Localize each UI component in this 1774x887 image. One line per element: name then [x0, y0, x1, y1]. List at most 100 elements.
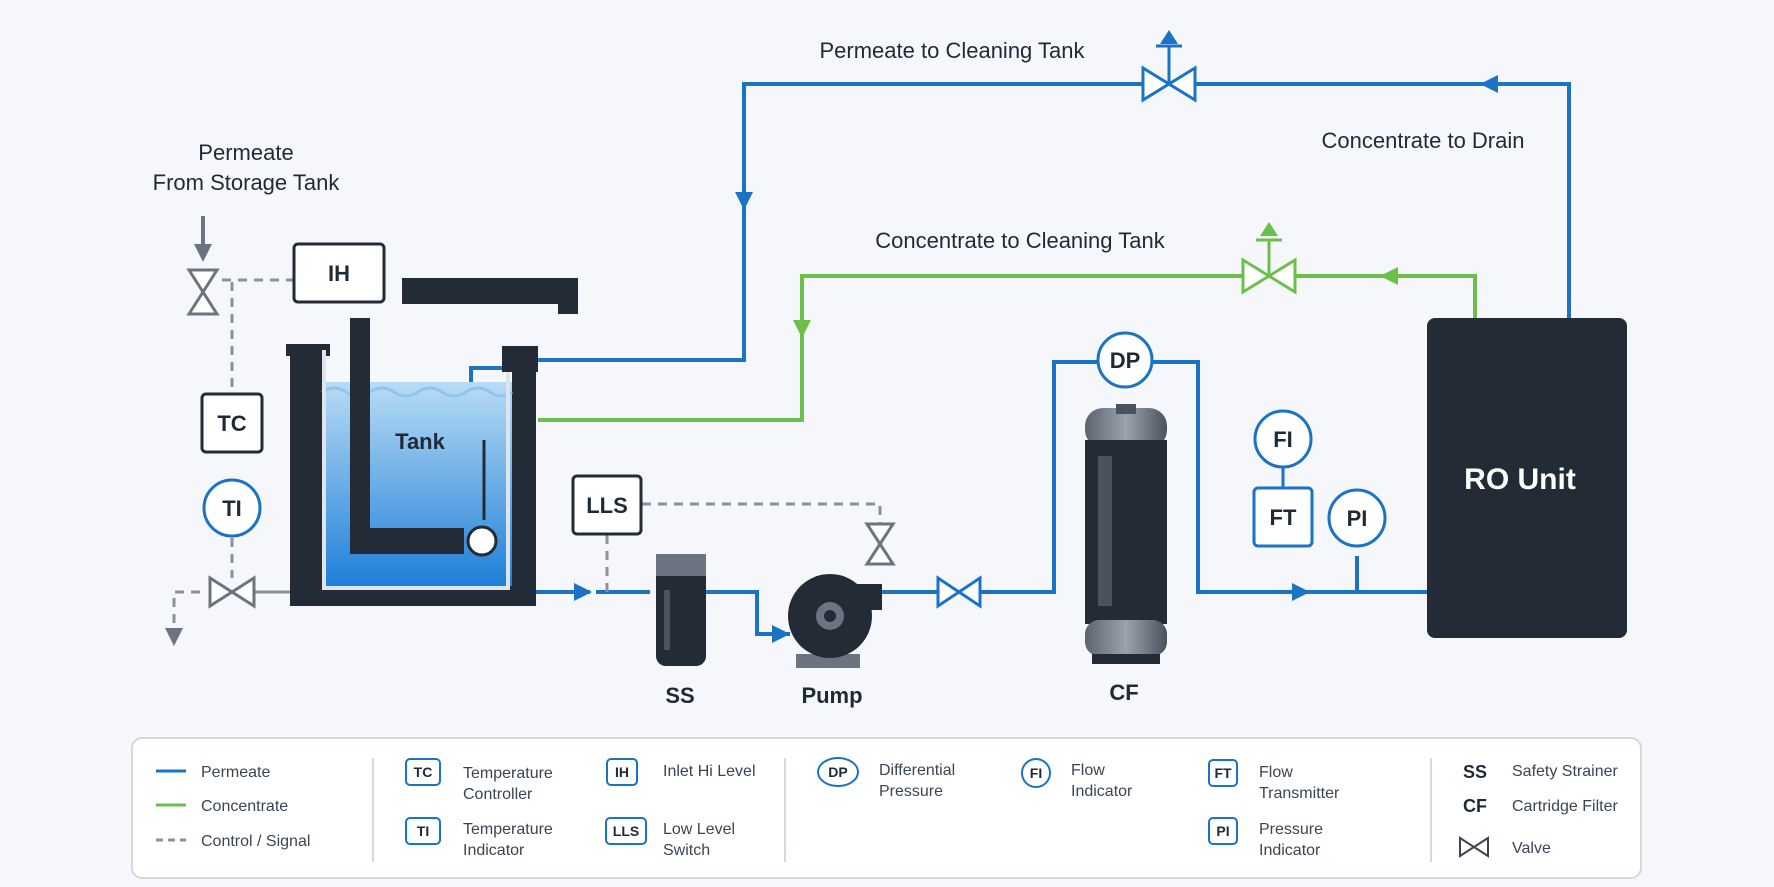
legend-ti-label-2: Indicator: [463, 842, 525, 859]
legend-ft-label-1: Flow: [1259, 764, 1293, 781]
svg-text:FT: FT: [1270, 505, 1297, 530]
arrow-icon: [1480, 75, 1498, 93]
label-permeate-to-cleaning-tank: Permeate to Cleaning Tank: [820, 38, 1086, 63]
float-switch-icon: [466, 525, 498, 557]
legend-tc-label-1: Temperature: [463, 765, 553, 782]
tank[interactable]: Tank: [286, 278, 578, 606]
svg-text:LLS: LLS: [586, 493, 628, 518]
instrument-tc[interactable]: TC: [200, 392, 264, 454]
tank-overflow-chute: [402, 278, 578, 304]
svg-text:DP: DP: [828, 764, 847, 780]
svg-text:FT: FT: [1214, 765, 1232, 781]
instrument-pi[interactable]: PI: [1327, 488, 1387, 548]
legend-box: [131, 737, 1642, 879]
instrument-ft[interactable]: FT: [1252, 486, 1314, 548]
legend: Permeate Concentrate Control / Signal TC…: [131, 737, 1642, 879]
legend-permeate-label: Permeate: [201, 764, 270, 781]
arrow-icon: [194, 244, 212, 262]
legend-fi-badge: [1021, 758, 1051, 788]
svg-text:IH: IH: [328, 261, 350, 286]
legend-ih-label: Inlet Hi Level: [663, 763, 756, 780]
pump-discharge-valve[interactable]: [864, 522, 896, 566]
ss-label: SS: [665, 683, 694, 708]
svg-text:LLS: LLS: [613, 823, 639, 839]
arrow-icon: [735, 192, 753, 210]
legend-pi-label-1: Pressure: [1259, 821, 1323, 838]
svg-text:TI: TI: [417, 823, 429, 839]
permeate-top-valve[interactable]: [1141, 30, 1197, 103]
pump[interactable]: Pump: [788, 574, 882, 708]
ro-unit-label: RO Unit: [1464, 463, 1576, 496]
legend-fi-label-2: Indicator: [1071, 783, 1133, 800]
drain-valve[interactable]: [208, 575, 256, 609]
pump-label: Pump: [801, 683, 862, 708]
legend-ft-badge: [1208, 759, 1238, 787]
legend-signal-label: Control / Signal: [201, 833, 310, 850]
arrow-icon: [793, 320, 811, 338]
permeate-lines: [469, 82, 1571, 636]
instrument-ih[interactable]: IH: [292, 242, 386, 304]
tank-body: [290, 350, 536, 606]
drain-line: [172, 590, 200, 630]
legend-valve-icon: [1459, 836, 1489, 858]
legend-ss-label: Safety Strainer: [1512, 763, 1619, 780]
instrument-fi[interactable]: FI: [1253, 409, 1313, 469]
legend-fi-label-1: Flow: [1071, 762, 1105, 779]
concentrate-return-line: [538, 274, 1477, 422]
ro-unit[interactable]: RO Unit: [1427, 318, 1627, 638]
tank-label: Tank: [395, 429, 445, 454]
main-line-valve[interactable]: [936, 575, 982, 609]
label-concentrate-to-drain: Concentrate to Drain: [1322, 128, 1525, 153]
legend-tc-badge: [405, 758, 441, 786]
svg-text:PI: PI: [1216, 823, 1229, 839]
svg-text:FI: FI: [1273, 427, 1293, 452]
legend-lls-label-1: Low Level: [663, 821, 735, 838]
legend-ft-label-2: Transmitter: [1259, 785, 1340, 802]
arrow-icon: [772, 625, 790, 643]
svg-text:TC: TC: [414, 764, 433, 780]
label-concentrate-to-cleaning-tank: Concentrate to Cleaning Tank: [875, 228, 1165, 253]
legend-tc-label-2: Controller: [463, 786, 533, 803]
svg-text:TC: TC: [217, 411, 246, 436]
legend-lls-badge: [605, 817, 647, 845]
legend-dp-label-2: Pressure: [879, 783, 943, 800]
legend-pi-label-2: Indicator: [1259, 842, 1321, 859]
arrow-icon: [1292, 583, 1310, 601]
legend-lls-label-2: Switch: [663, 842, 710, 859]
concentrate-valve[interactable]: [1241, 222, 1297, 295]
permeate-return-line: [538, 82, 1571, 362]
legend-dp-label-1: Differential: [879, 762, 955, 779]
legend-cf-badge: CF: [1463, 796, 1487, 816]
tank-baffle: [350, 318, 464, 554]
instrument-dp[interactable]: DP: [1096, 331, 1154, 389]
arrow-icon: [165, 628, 183, 646]
arrow-icon: [574, 583, 592, 601]
instrument-ti[interactable]: TI: [202, 478, 262, 538]
instrument-lls[interactable]: LLS: [571, 474, 643, 536]
label-permeate-from-storage-line1: Permeate: [198, 140, 293, 165]
legend-cf-label: Cartridge Filter: [1512, 798, 1618, 815]
lls-signal-1: [642, 502, 882, 530]
feed-valve[interactable]: [186, 268, 220, 316]
dp-line: [1148, 360, 1427, 594]
legend-ti-label-1: Temperature: [463, 821, 553, 838]
legend-ss-badge: SS: [1463, 762, 1487, 782]
safety-strainer[interactable]: SS: [656, 554, 706, 708]
arrow-icon: [1380, 267, 1398, 285]
svg-text:DP: DP: [1110, 348, 1141, 373]
valves: [186, 30, 1297, 609]
concentrate-lines: [538, 274, 1477, 422]
legend-ti-badge: [405, 817, 441, 845]
legend-ih-badge: [606, 758, 638, 786]
legend-pi-badge: [1208, 817, 1238, 845]
legend-concentrate-label: Concentrate: [201, 798, 288, 815]
legend-dp-badge: [817, 757, 859, 787]
legend-valve-label: Valve: [1512, 840, 1551, 857]
svg-text:IH: IH: [615, 764, 629, 780]
cf-label: CF: [1109, 680, 1138, 705]
svg-text:FI: FI: [1030, 765, 1042, 781]
label-permeate-from-storage-line2: From Storage Tank: [153, 170, 341, 195]
svg-text:PI: PI: [1347, 506, 1368, 531]
cartridge-filter[interactable]: CF: [1085, 404, 1167, 705]
